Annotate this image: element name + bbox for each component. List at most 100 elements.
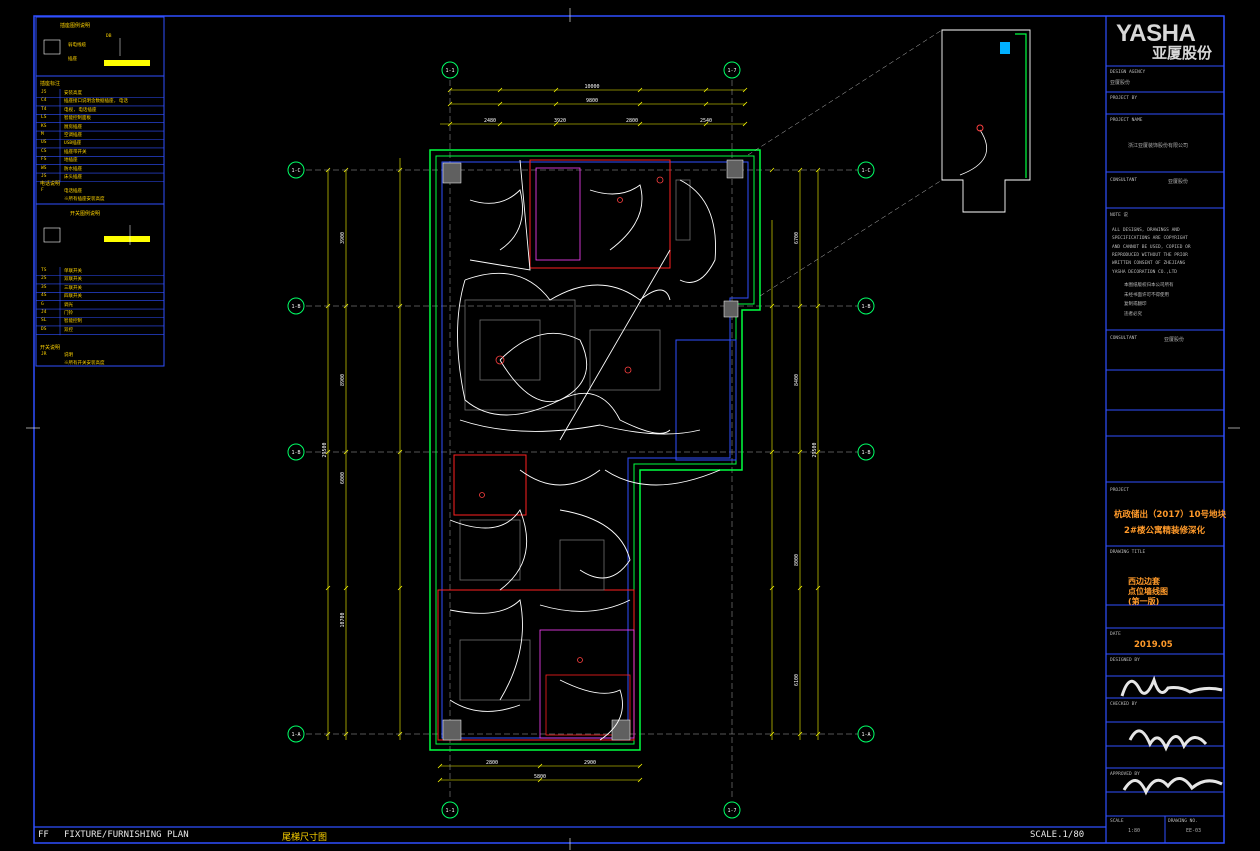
axis-bubble-left: 1-C xyxy=(287,161,305,179)
legend-description: ※所有开关安装高度 xyxy=(64,361,105,367)
legend-code: G xyxy=(41,301,44,307)
detail-inset xyxy=(747,29,1031,297)
dim-tick xyxy=(703,101,709,107)
walls xyxy=(429,149,761,751)
company-logo-cn: 亚厦股份 xyxy=(1152,44,1213,62)
scale-value: 1:80 xyxy=(1128,828,1141,834)
legend-code: F xyxy=(41,188,44,193)
drawing-no-label: DRAWING NO. xyxy=(1168,819,1198,824)
dim-bottom-segment: 2900 xyxy=(584,760,596,766)
company-logo-word: YASHA xyxy=(1116,20,1196,47)
legend-code: J5 xyxy=(41,90,47,95)
legend-description: 三联开关 xyxy=(64,285,82,291)
dim-tick xyxy=(553,101,559,107)
date-value: 2019.05 xyxy=(1134,640,1173,650)
legend-code: KS xyxy=(41,123,47,129)
contractor-value: 亚厦股份 xyxy=(1168,179,1189,185)
dim-tick xyxy=(637,763,643,769)
furniture xyxy=(459,179,691,701)
structural-columns xyxy=(442,159,744,741)
dim-tick xyxy=(815,731,821,737)
fixture-curves xyxy=(449,159,721,741)
dim-tick xyxy=(325,585,331,591)
legend-description: 双控 xyxy=(64,327,73,333)
legend-code: CS xyxy=(41,148,47,154)
drawing-name-line3: (第一版) xyxy=(1128,597,1160,606)
axis-bubble-circle xyxy=(723,801,741,819)
dim-left-segment: 3900 xyxy=(340,232,346,244)
project-line2: 2#楼公寓精装修深化 xyxy=(1124,526,1206,536)
project-name-label: PROJECT NAME xyxy=(1110,118,1143,123)
axis-bubble-left: 1-B xyxy=(287,443,305,461)
dimension-lines xyxy=(327,89,819,781)
axis-bubble-circle xyxy=(857,725,875,743)
axis-bubble-right: 1-B xyxy=(857,297,875,315)
dim-tick xyxy=(397,585,403,591)
legend-section5-title: 开关说明 xyxy=(40,345,61,351)
dim-tick xyxy=(703,87,709,93)
dim-right-segment: 6100 xyxy=(794,674,800,686)
legend-description: 电话插座 xyxy=(64,189,82,194)
legend-description: ※所有插座安装高度 xyxy=(64,197,105,203)
dim-top-segment: 2540 xyxy=(700,118,712,124)
legend-code: LS xyxy=(41,115,47,121)
dim-top-segment: 2480 xyxy=(484,118,496,124)
legend-code: JR xyxy=(41,352,47,357)
legend-description: 智能控制 xyxy=(64,319,82,325)
dim-tick xyxy=(797,731,803,737)
plan-title-cn: 尾梯尺寸图 xyxy=(282,833,328,843)
axis-bubble-right: 1-C xyxy=(857,161,875,179)
dim-bottom-total: 5800 xyxy=(534,774,546,780)
legend-description: 电视, 电话插座 xyxy=(64,107,97,113)
company-value: 亚厦股份 xyxy=(1110,80,1131,86)
legend-code: TS xyxy=(41,268,47,273)
axis-bubble-circle xyxy=(441,61,459,79)
legend-description: 床头插座 xyxy=(64,175,82,180)
dim-tick xyxy=(797,449,803,455)
legend-code: WS xyxy=(41,165,47,171)
dim-right-segment: 8400 xyxy=(794,374,800,386)
legend-description: 防水插座 xyxy=(64,166,82,172)
dim-right-segment: 8000 xyxy=(794,554,800,566)
axis-bubble-circle xyxy=(287,725,305,743)
dim-tick xyxy=(637,121,643,127)
plan-title: FIXTURE/FURNISHING PLAN xyxy=(64,830,189,840)
dim-tick xyxy=(769,731,775,737)
legend-description: 安装高度 xyxy=(64,91,82,96)
dim-tick xyxy=(637,87,643,93)
legend-code: 2S xyxy=(41,276,47,282)
legend-code: DS xyxy=(41,326,47,332)
dim-tick xyxy=(637,101,643,107)
axis-bubble-label: 1-A xyxy=(861,732,870,738)
legend-section1-item: 弱电线缆 xyxy=(68,43,86,48)
axis-bubble-bottom: 1-7 xyxy=(723,801,741,819)
axis-bubble-circle xyxy=(857,297,875,315)
legend-code: C4 xyxy=(41,98,47,104)
drawing-name-line2: 点位墙线图 xyxy=(1128,587,1168,596)
legend-description: 说明 xyxy=(64,353,73,358)
contractor-label: CONSULTANT xyxy=(1110,178,1138,183)
footer-code: FF xyxy=(38,830,49,840)
axis-bubble-circle xyxy=(287,443,305,461)
signature-scribbles xyxy=(1120,675,1223,796)
axis-bubble-right: 1-B xyxy=(857,443,875,461)
notes-label: NOTE 说 xyxy=(1110,213,1129,218)
company-label: DESIGN AGENCY xyxy=(1110,70,1146,75)
axis-bubble-top: 1-7 xyxy=(723,61,741,79)
dim-tick xyxy=(497,87,503,93)
drawing-name-label: DRAWING TITLE xyxy=(1110,550,1146,555)
axis-bubble-label: 1-A xyxy=(291,732,300,738)
date-label: DATE xyxy=(1110,632,1121,637)
drawn-label: DESIGNED BY xyxy=(1110,658,1140,663)
legend-section4-title: 开关图例说明 xyxy=(70,211,101,217)
dim-top-segment: 3920 xyxy=(554,118,566,124)
note-line-en: REPRODUCED WITHOUT THE PRIOR xyxy=(1112,252,1188,258)
note-line-en: WRITTEN CONSENT OF ZHEJIANG xyxy=(1112,261,1186,267)
dim-tick xyxy=(769,303,775,309)
dim-tick xyxy=(797,167,803,173)
dim-tick xyxy=(553,87,559,93)
note-line-en: AND CANNOT BE USED, COPIED OR xyxy=(1112,244,1191,250)
legend-code: M xyxy=(41,132,44,137)
axis-bubble-label: 1-B xyxy=(291,304,300,310)
legend-panel xyxy=(35,16,165,367)
